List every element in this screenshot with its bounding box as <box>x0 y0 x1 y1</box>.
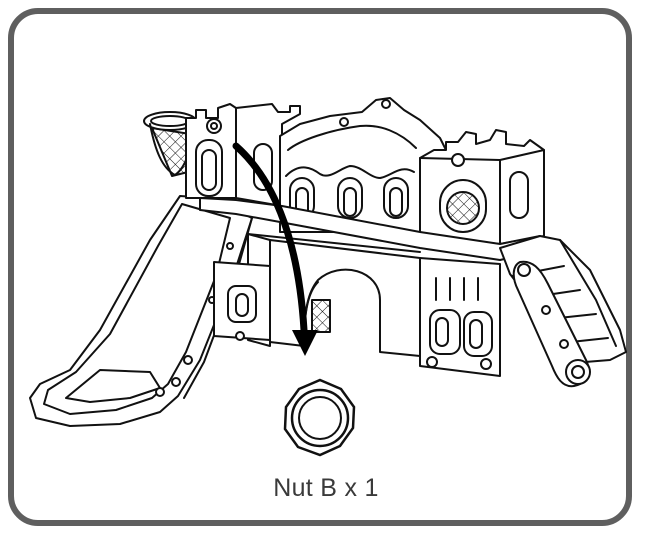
left-tower <box>185 103 301 207</box>
center-wall <box>279 97 447 233</box>
hex-nut-icon <box>283 378 356 457</box>
part-caption: Nut B x 1 <box>273 474 379 502</box>
right-tower <box>419 129 545 245</box>
curved-arrow-down <box>232 142 318 356</box>
stairs <box>499 235 627 388</box>
lower-walls <box>213 233 501 377</box>
